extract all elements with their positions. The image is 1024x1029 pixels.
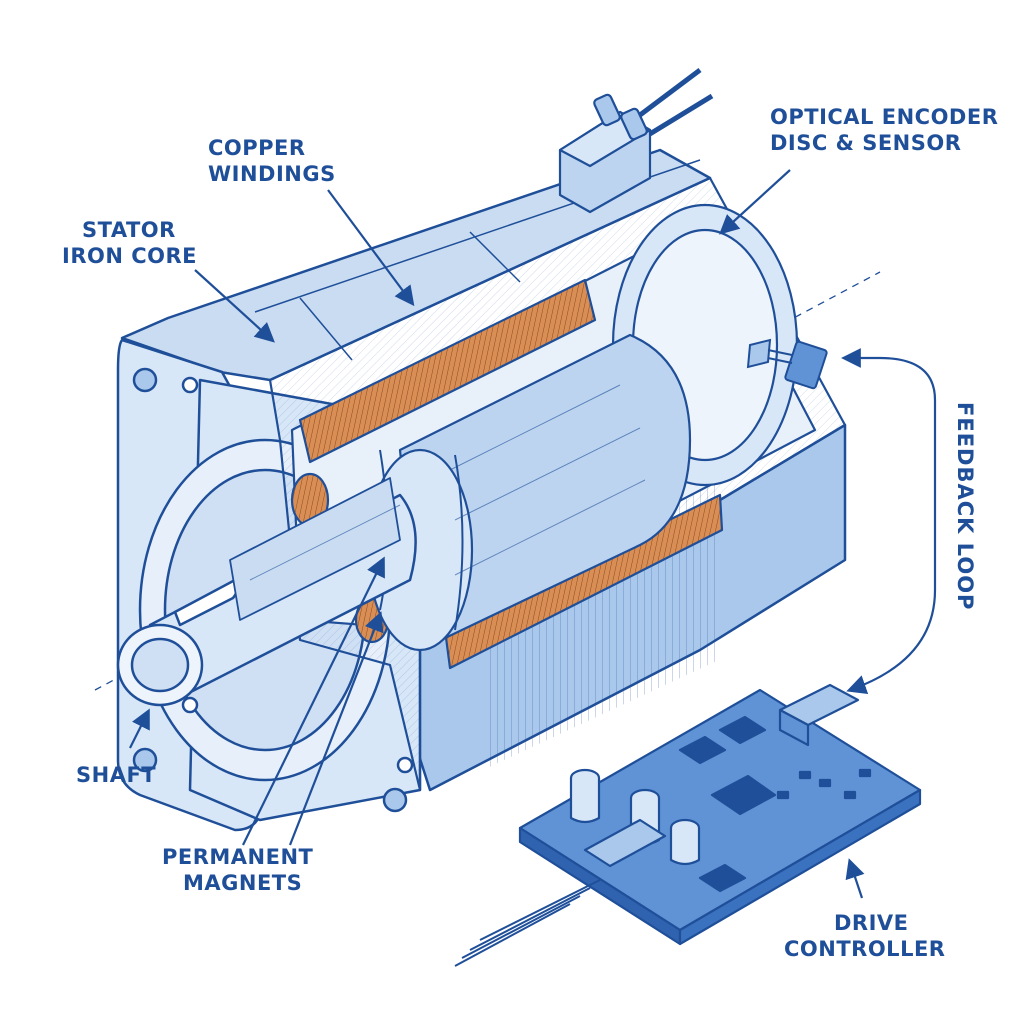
label-line: COPPER [208,136,306,160]
feedback-loop-arrow [841,348,937,695]
controller-arrow [845,858,865,899]
label-line: PERMANENT [162,845,314,869]
cutaway-interior [268,176,847,792]
label-stator-iron-core: STATOR IRON CORE [62,217,197,269]
label-drive-controller: DRIVE CONTROLLER [784,910,945,962]
label-line: IRON CORE [62,244,198,268]
magnets-arrow-1 [242,556,385,846]
label-shaft: SHAFT [76,763,157,787]
label-line: OPTICAL ENCODER [770,105,999,129]
upper-copper-winding [298,278,597,464]
label-line: WINDINGS [208,162,336,186]
encoder-sensor [746,338,828,390]
windings-arrow [327,189,415,307]
label-copper-windings: COPPER WINDINGS [208,135,336,187]
label-line: STATOR [82,218,176,242]
magnets-arrow-2 [288,611,384,846]
stator-arrow [194,269,275,343]
label-feedback-loop: FEEDBACK LOOP [953,402,977,611]
drive-controller-board [454,683,922,967]
label-line: DISC & SENSOR [770,131,962,155]
label-permanent-magnets: PERMANENT MAGNETS [162,844,313,896]
shaft-arrow [129,708,150,749]
encoder-arrow [719,169,791,235]
label-line: DRIVE [834,911,909,935]
connector-box [558,68,714,214]
leader-lines [129,169,937,899]
label-optical-encoder: OPTICAL ENCODER DISC & SENSOR [770,104,998,156]
rotor [398,333,692,652]
label-line: CONTROLLER [784,937,946,961]
shaft [116,477,417,707]
label-line: MAGNETS [183,871,303,895]
